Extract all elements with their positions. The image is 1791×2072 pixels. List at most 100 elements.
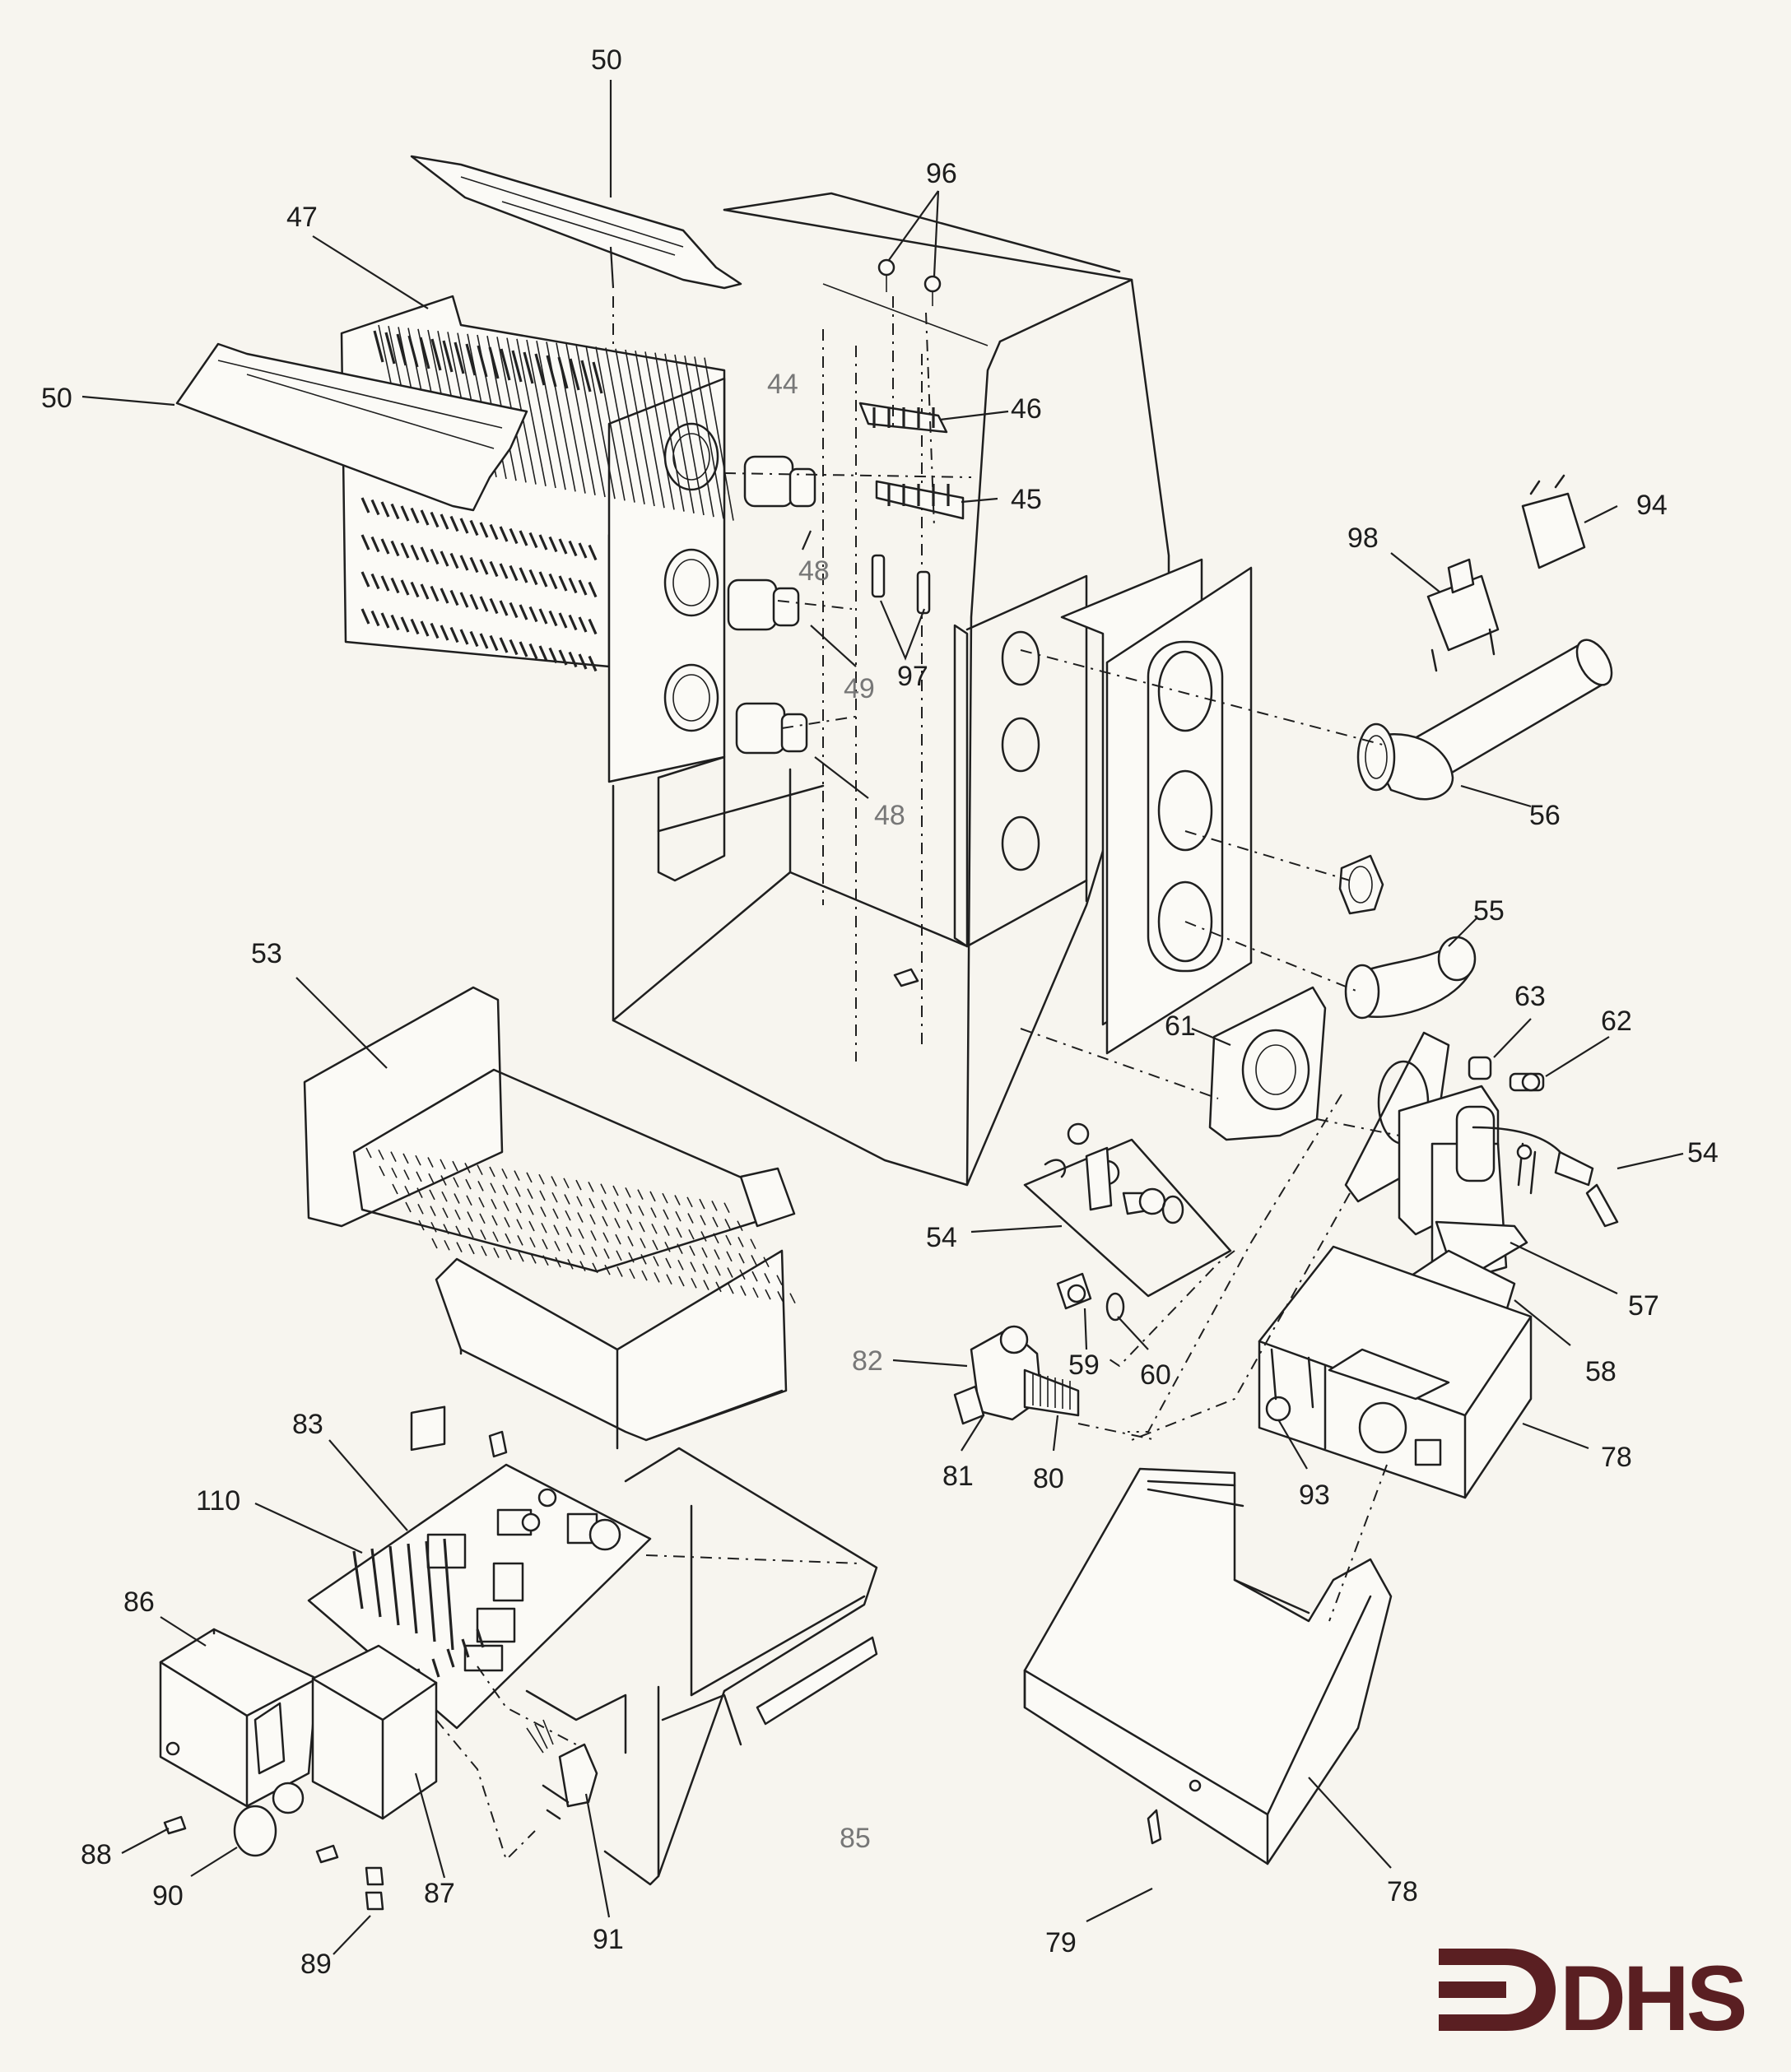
hatch-line <box>579 1261 586 1271</box>
hatch-line <box>565 1226 572 1238</box>
hatch-line <box>446 1648 455 1668</box>
hatch-line <box>591 1246 598 1257</box>
callout-60: 60 <box>1140 1359 1171 1391</box>
hatch-line <box>737 1237 744 1247</box>
hatch-line <box>455 1225 462 1237</box>
hatch-line <box>489 634 499 652</box>
hatch-line <box>534 353 546 386</box>
hatch-line <box>712 1216 719 1228</box>
hatch-line <box>603 1248 610 1259</box>
hatch-line <box>477 1181 484 1192</box>
callout-94: 94 <box>1636 490 1668 521</box>
hatch-line <box>605 347 635 503</box>
hatch-line <box>663 1225 670 1236</box>
hatch-line <box>428 1173 435 1184</box>
hatch-line <box>557 356 569 389</box>
hatch-line <box>568 540 578 557</box>
hatch-line <box>499 563 509 579</box>
hatch-line <box>370 499 380 516</box>
hatch-line <box>615 1233 621 1245</box>
hatch-line <box>688 1229 695 1240</box>
gas-cock-80-81-82 <box>953 1325 1080 1425</box>
hatch-line <box>602 1215 608 1227</box>
hatch-line <box>519 604 528 620</box>
hatch-line <box>548 573 558 590</box>
hatch-line <box>604 1264 611 1275</box>
hatch-line <box>592 1262 598 1274</box>
hatch-line <box>580 360 592 393</box>
hatch-line <box>400 579 410 596</box>
hatch-line <box>538 534 548 551</box>
hatch-line <box>489 1166 495 1178</box>
hatch-line <box>652 1239 658 1251</box>
hatch-line <box>638 1205 644 1216</box>
hatch-line <box>390 614 400 631</box>
hatch-line <box>415 1154 421 1166</box>
callout-labels: 50 47 50 96 44 46 45 48 49 97 48 98 94 5… <box>41 44 1719 1980</box>
hatch-line <box>425 1540 436 1642</box>
hatch-line <box>392 1183 398 1195</box>
hatch-line <box>454 1193 460 1204</box>
hatch-line <box>765 1289 771 1300</box>
hatch-line <box>499 637 509 653</box>
hatch-line <box>509 527 519 545</box>
hatch-line <box>700 1215 706 1226</box>
hatch-line <box>577 1212 584 1223</box>
callout-48-top: 48 <box>798 555 830 587</box>
callout-58: 58 <box>1585 1356 1617 1387</box>
elbow-55 <box>1344 936 1477 1020</box>
hatch-line <box>538 571 548 588</box>
hatch-line <box>440 551 449 567</box>
callout-83: 83 <box>292 1409 323 1440</box>
hatch-line <box>569 358 580 391</box>
hatch-line <box>637 1189 644 1200</box>
hatch-line <box>361 497 370 513</box>
limit-switch-98 <box>1426 558 1500 672</box>
hatch-line <box>590 1230 597 1241</box>
hatch-line <box>391 1167 398 1178</box>
hatch-line <box>380 612 390 629</box>
hatch-line <box>509 602 519 619</box>
hatch-line <box>488 346 500 379</box>
callout-85: 85 <box>840 1823 871 1854</box>
hatch-line <box>479 596 489 612</box>
callout-97: 97 <box>897 661 928 692</box>
hatch-line <box>440 625 449 641</box>
hatch-line <box>567 1258 574 1270</box>
hatch-line <box>430 338 442 371</box>
hatch-line <box>469 630 479 648</box>
hatch-line <box>477 345 488 378</box>
hatch-line <box>714 1249 720 1260</box>
hatch-line <box>430 622 440 639</box>
hatch-line <box>400 616 410 633</box>
hatch-line <box>616 1250 622 1261</box>
hatch-line <box>459 629 469 645</box>
hatch-line <box>763 1257 770 1268</box>
hatch-line <box>565 343 596 495</box>
hatch-line <box>639 1221 645 1233</box>
hatch-line <box>390 577 400 594</box>
hatch-line <box>410 507 420 524</box>
hatch-line <box>420 583 430 600</box>
hatch-line <box>625 349 655 507</box>
hatch-line <box>400 542 410 559</box>
hatch-line <box>776 1275 783 1286</box>
hatch-line <box>444 1239 450 1251</box>
hatch-line <box>516 1219 523 1230</box>
hatch-line <box>454 341 465 374</box>
hatch-line <box>468 1227 474 1238</box>
baffle-front-50 <box>175 342 528 512</box>
hatch-line <box>528 606 538 623</box>
hatch-line <box>505 1233 511 1244</box>
hatch-line <box>575 344 606 498</box>
callout-96: 96 <box>926 158 957 189</box>
hatch-line <box>361 608 370 625</box>
hatch-line <box>589 1214 596 1225</box>
callout-80: 80 <box>1033 1463 1064 1494</box>
screws-88-89 <box>163 1815 384 1911</box>
hatch-line <box>469 593 479 611</box>
hatch-line <box>551 1192 558 1203</box>
hatch-line <box>489 560 499 578</box>
hatch-line <box>728 1283 734 1294</box>
callout-89: 89 <box>300 1949 332 1980</box>
